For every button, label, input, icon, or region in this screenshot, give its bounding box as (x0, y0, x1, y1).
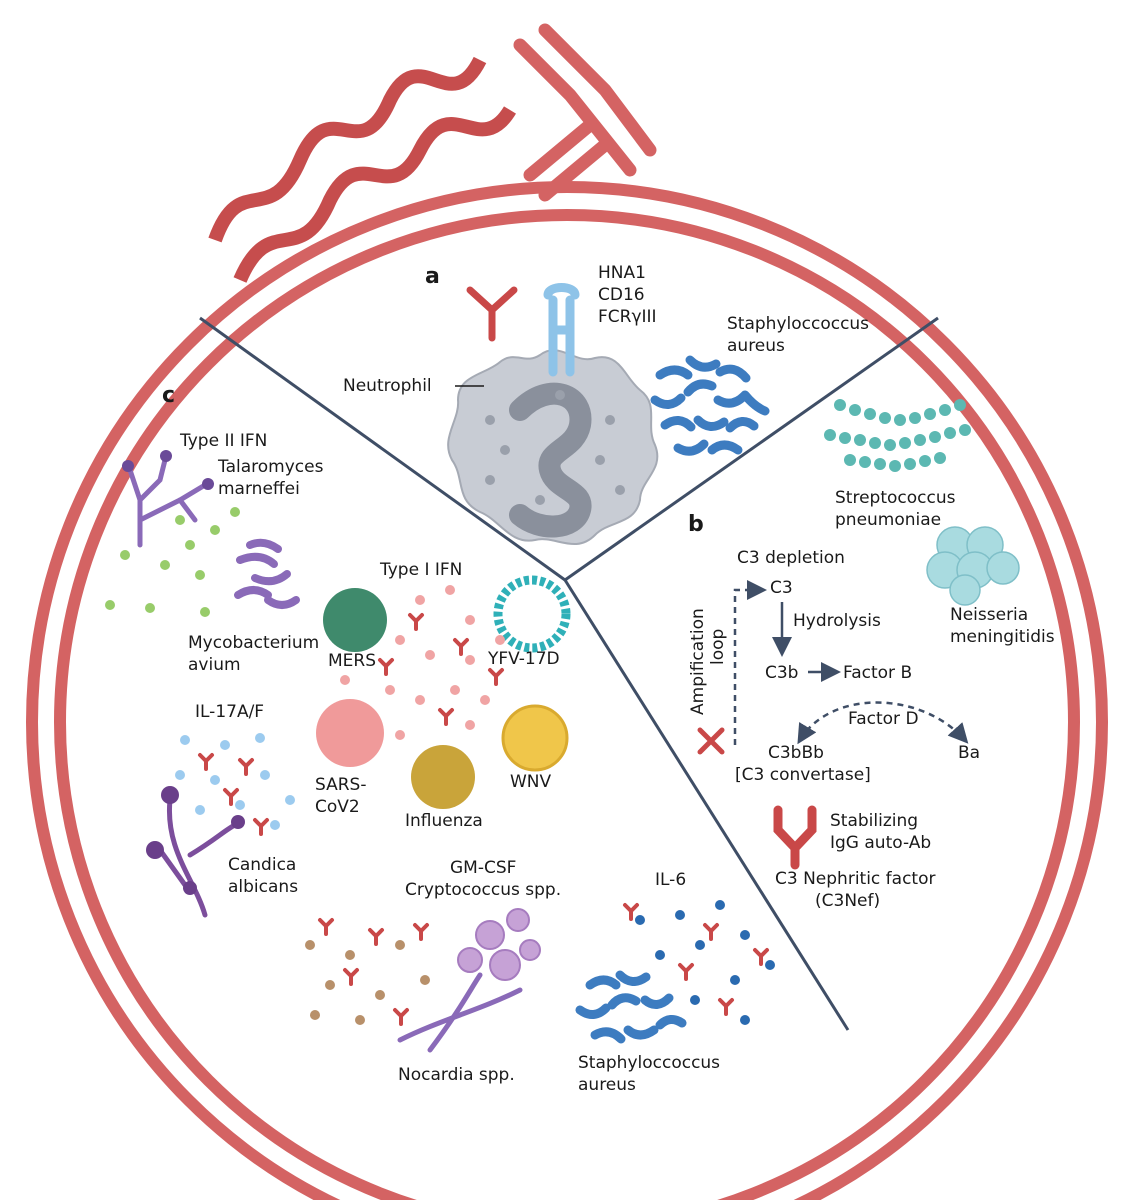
nephritic-antibody-icon (773, 805, 817, 870)
talaromyces-label-2: marneffei (218, 479, 300, 499)
antibody-fork-icon (513, 23, 657, 202)
gmcsf-antibodies (318, 918, 429, 1026)
yfv-virus-icon (493, 575, 571, 653)
talaromyces-spore-icon (122, 450, 214, 490)
talaromyces-label-1: Talaromyces (217, 457, 324, 477)
influenza-label: Influenza (405, 811, 483, 831)
c3-label: C3 (770, 578, 793, 598)
amplification-label-2: loop (708, 629, 728, 665)
talaromyces-icon (127, 457, 208, 548)
mers-virus-icon (323, 588, 387, 652)
block-x-icon (697, 727, 725, 755)
nephritic-label-2: (C3Nef) (815, 891, 880, 911)
receptor-icon (543, 283, 580, 377)
nocardia-icon (397, 972, 523, 1053)
gmcsf-label-1: GM-CSF (450, 858, 516, 878)
candida-spore-icon (146, 786, 245, 895)
il17-antibodies (198, 753, 269, 836)
neisseria-label-2: meningitidis (950, 627, 1055, 647)
nephritic-label-1: C3 Nephritic factor (775, 869, 936, 889)
wnv-virus-icon (501, 704, 569, 772)
neutrophil-icon (447, 349, 659, 546)
pink-cytokine-dots (340, 585, 505, 740)
mycobacterium-label-1: Mycobacterium (188, 633, 319, 653)
wnv-label: WNV (510, 772, 552, 792)
strep-label-2: pneumoniae (835, 510, 941, 530)
antibody-ring (26, 23, 1108, 1200)
sars-label-1: SARS- (315, 775, 366, 795)
stabilizing-label-2: IgG auto-Ab (830, 833, 931, 853)
antibody-icon (466, 286, 518, 342)
candida-label-2: albicans (228, 877, 298, 897)
mycobacterium-label-2: avium (188, 655, 241, 675)
influenza-virus-icon (411, 745, 475, 809)
receptor-label-3: FCRγIII (598, 307, 657, 327)
type1-label: Type I IFN (379, 560, 462, 580)
staph-c-cluster-icon (575, 970, 687, 1044)
convertase-label: [C3 convertase] (735, 765, 871, 785)
factor-d-label: Factor D (848, 709, 919, 729)
sars-label-2: CoV2 (315, 797, 360, 817)
type1-antibodies (378, 613, 504, 726)
green-cytokine-dots (105, 507, 240, 617)
panel-c-letter: c (162, 383, 175, 408)
candida-label-1: Candica (228, 855, 296, 875)
mers-label: MERS (328, 651, 376, 671)
staph-a-label-2: aureus (727, 336, 785, 356)
nocardia-label: Nocardia spp. (398, 1065, 515, 1085)
cryptococcus-icon (457, 908, 541, 981)
navy-cytokine-dots (635, 900, 775, 1025)
staph-c-label-2: aureus (578, 1075, 636, 1095)
panel-b-letter: b (688, 512, 704, 537)
neutrophil-label: Neutrophil (343, 376, 432, 396)
mycobacterium-icon (234, 538, 300, 609)
candida-icon (157, 797, 238, 918)
c3bbb-label: C3bBb (768, 743, 824, 763)
factor-d-arrow (797, 701, 969, 745)
staph-cluster-icon (650, 355, 770, 456)
panel-a-letter: a (425, 264, 440, 289)
panel-dividers (199, 316, 939, 1031)
stabilizing-label-1: Stabilizing (830, 811, 918, 831)
staph-a-label-1: Staphyloccoccus (727, 314, 869, 334)
c3-depletion-label: C3 depletion (737, 548, 845, 568)
sars-virus-icon (316, 699, 384, 767)
receptor-label-2: CD16 (598, 285, 645, 305)
yfv-label: YFV-17D (487, 649, 560, 669)
factor-b-label: Factor B (843, 663, 912, 683)
receptor-label-1: HNA1 (598, 263, 646, 283)
brown-cytokine-dots (305, 940, 430, 1025)
type2-label: Type II IFN (179, 431, 267, 451)
strep-icon (824, 399, 971, 472)
amplification-label-1: Ampification (688, 608, 708, 715)
staph-c-label-1: Staphyloccoccus (578, 1053, 720, 1073)
hydrolysis-label: Hydrolysis (793, 611, 881, 631)
il6-antibodies (623, 903, 769, 1016)
neisseria-label-1: Neisseria (950, 605, 1028, 625)
ba-label: Ba (958, 743, 980, 763)
helix-icon (208, 56, 516, 283)
amplification-loop (733, 580, 767, 745)
neisseria-icon (926, 526, 1020, 606)
il17-label: IL-17A/F (195, 702, 264, 722)
il6-label: IL-6 (655, 870, 686, 890)
gmcsf-label-2: Cryptococcus spp. (405, 880, 561, 900)
strep-label-1: Streptococcus (835, 488, 956, 508)
c3b-label: C3b (765, 663, 798, 683)
blue-cytokine-dots (175, 733, 295, 830)
